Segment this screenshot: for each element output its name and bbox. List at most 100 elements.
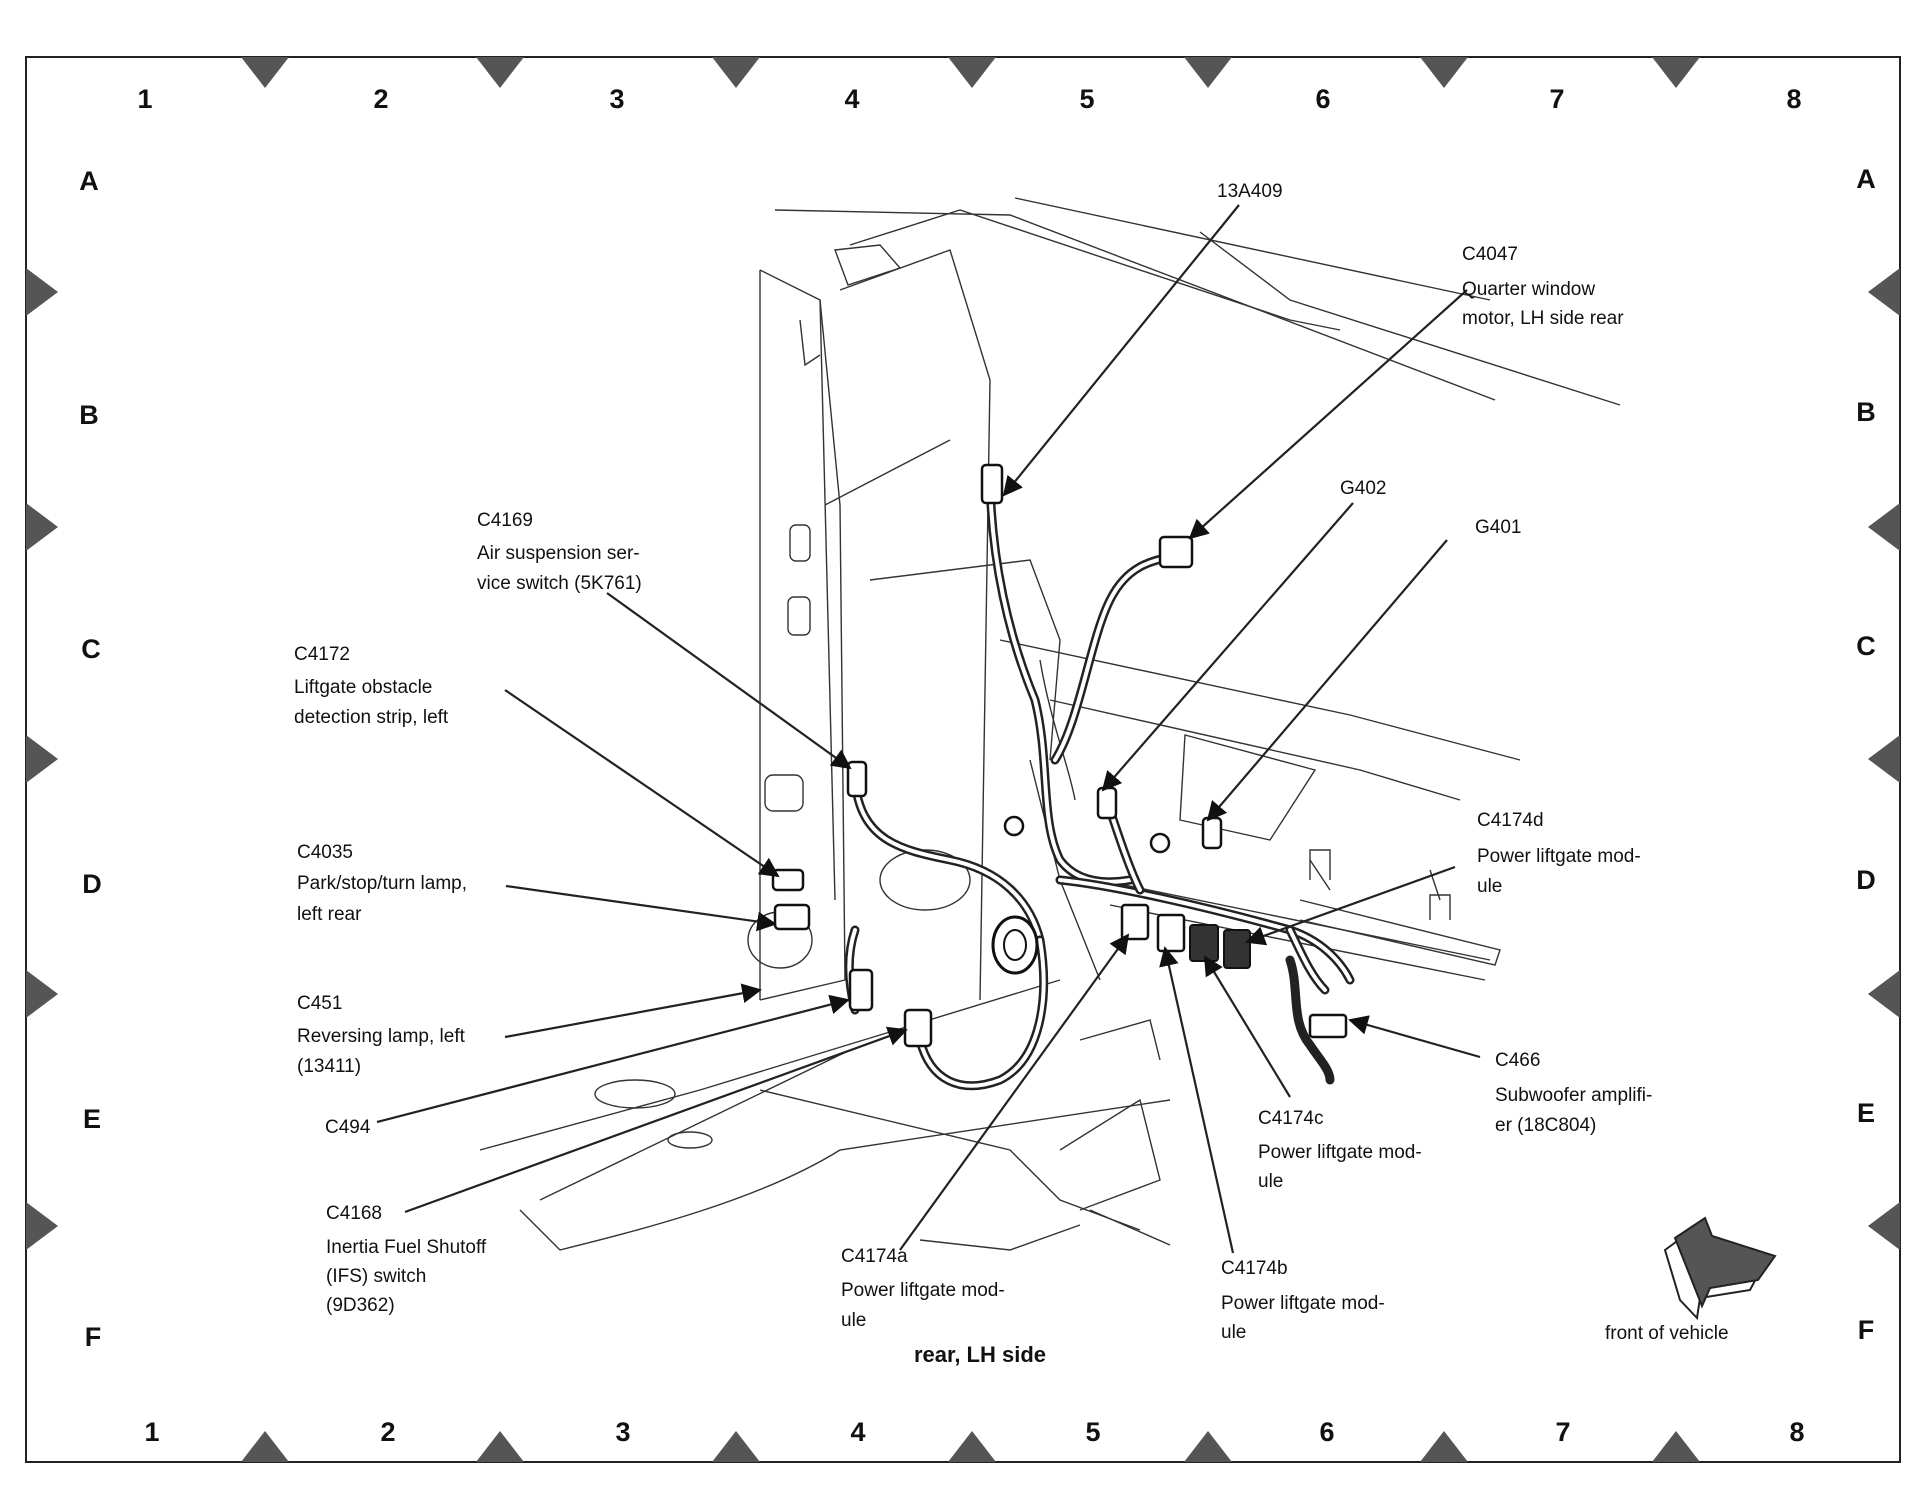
grid-column-labels-bottom: 1 2 3 4 5 6 7 8	[144, 1417, 1804, 1447]
svg-text:C4047: C4047	[1462, 244, 1518, 265]
grid-col-2-top: 2	[373, 84, 388, 114]
grid-row-labels-right: A B C D E F	[1856, 164, 1876, 1345]
svg-text:Reversing lamp, left: Reversing lamp, left	[297, 1026, 466, 1047]
connector-c466	[1308, 1013, 1348, 1039]
svg-text:13A409: 13A409	[1217, 181, 1283, 202]
callout-13a409: 13A409	[1217, 181, 1283, 202]
svg-text:Power liftgate mod-: Power liftgate mod-	[841, 1280, 1005, 1301]
connector-c4169	[846, 760, 868, 798]
grid-row-a-left: A	[79, 166, 99, 196]
svg-text:vice switch (5K761): vice switch (5K761)	[477, 573, 642, 594]
svg-text:C4174c: C4174c	[1258, 1108, 1324, 1129]
grid-row-b-left: B	[79, 400, 99, 430]
vehicle-body-illustration	[479, 197, 1621, 1251]
connector-c4174d	[1223, 929, 1251, 969]
svg-text:left rear: left rear	[297, 904, 362, 925]
svg-text:C494: C494	[325, 1117, 371, 1138]
svg-text:C451: C451	[297, 993, 342, 1014]
grid-col-4-top: 4	[844, 84, 859, 114]
diagram-frame	[25, 56, 1901, 1463]
svg-text:ule: ule	[1477, 876, 1502, 897]
svg-text:er (18C804): er (18C804)	[1495, 1115, 1596, 1136]
leader-lines	[376, 204, 1481, 1254]
svg-text:Air suspension ser-: Air suspension ser-	[477, 543, 640, 564]
svg-text:C4174d: C4174d	[1477, 810, 1544, 831]
svg-text:Liftgate obstacle: Liftgate obstacle	[294, 677, 432, 698]
front-of-vehicle-label: front of vehicle	[1605, 1323, 1729, 1344]
svg-text:C4035: C4035	[297, 842, 353, 863]
svg-text:Quarter window: Quarter window	[1462, 279, 1595, 300]
callout-c4172: C4172 Liftgate obstacle detection strip,…	[294, 644, 449, 728]
callout-c4174b: C4174b Power liftgate mod- ule	[1221, 1258, 1385, 1343]
grid-col-3-top: 3	[609, 84, 624, 114]
svg-text:(IFS) switch: (IFS) switch	[326, 1266, 426, 1287]
callout-c451: C451 Reversing lamp, left (13411)	[297, 993, 466, 1077]
grid-col-6-bottom: 6	[1319, 1417, 1334, 1447]
svg-text:C4168: C4168	[326, 1203, 382, 1224]
callout-g402: G402	[1340, 478, 1386, 499]
connector-c4035	[773, 903, 811, 931]
callout-c4168: C4168 Inertia Fuel Shutoff (IFS) switch …	[326, 1203, 487, 1316]
grid-row-d-left: D	[82, 869, 102, 899]
grid-row-f-left: F	[85, 1322, 102, 1352]
ground-g402	[1003, 815, 1025, 837]
svg-text:Inertia Fuel Shutoff: Inertia Fuel Shutoff	[326, 1237, 487, 1258]
svg-text:C466: C466	[1495, 1050, 1540, 1071]
grid-row-c-left: C	[81, 634, 101, 664]
connector-c4047	[1158, 535, 1194, 569]
callout-c4169: C4169 Air suspension ser- vice switch (5…	[477, 510, 642, 594]
svg-text:C4174b: C4174b	[1221, 1258, 1288, 1279]
svg-text:C4172: C4172	[294, 644, 350, 665]
connector-c4168	[903, 1008, 933, 1048]
grid-markers	[26, 57, 1900, 1462]
svg-text:Subwoofer amplifi-: Subwoofer amplifi-	[1495, 1085, 1652, 1106]
grid-col-1-bottom: 1	[144, 1417, 159, 1447]
grid-col-5-top: 5	[1079, 84, 1094, 114]
grid-row-e-left: E	[83, 1104, 101, 1134]
callout-c4174d: C4174d Power liftgate mod- ule	[1477, 810, 1641, 897]
connector-c494	[848, 968, 874, 1012]
grid-row-b-right: B	[1856, 397, 1876, 427]
grid-row-e-right: E	[1857, 1098, 1875, 1128]
svg-text:(9D362): (9D362)	[326, 1295, 395, 1316]
grid-col-7-bottom: 7	[1555, 1417, 1570, 1447]
grid-row-f-right: F	[1858, 1315, 1875, 1345]
connector-c4174b	[1156, 913, 1186, 953]
grid-col-7-top: 7	[1549, 84, 1564, 114]
callout-c494: C494	[325, 1117, 371, 1138]
svg-text:G401: G401	[1475, 517, 1521, 538]
grid-col-8-top: 8	[1786, 84, 1801, 114]
ground-g401	[1149, 832, 1171, 854]
svg-text:C4174a: C4174a	[841, 1246, 908, 1267]
grid-column-labels-top: 1 2 3 4 5 6 7 8	[137, 84, 1801, 114]
callout-c466: C466 Subwoofer amplifi- er (18C804)	[1495, 1050, 1652, 1136]
connector-c4174a	[1120, 903, 1150, 941]
svg-text:ule: ule	[1258, 1171, 1283, 1192]
callout-c4174c: C4174c Power liftgate mod- ule	[1258, 1108, 1422, 1192]
svg-text:(13411): (13411)	[297, 1056, 361, 1077]
diagram-caption: rear, LH side	[914, 1342, 1046, 1367]
callout-c4174a: C4174a Power liftgate mod- ule	[841, 1246, 1005, 1331]
grid-col-3-bottom: 3	[615, 1417, 630, 1447]
grid-row-labels-left: A B C D E F	[79, 166, 102, 1352]
callout-c4035: C4035 Park/stop/turn lamp, left rear	[297, 842, 467, 925]
grid-row-a-right: A	[1856, 164, 1876, 194]
callout-c4047: C4047 Quarter window motor, LH side rear	[1462, 244, 1624, 329]
connector-13a409	[980, 463, 1004, 505]
wiring-harness	[844, 465, 1355, 1091]
grid-col-6-top: 6	[1315, 84, 1330, 114]
svg-text:G402: G402	[1340, 478, 1386, 499]
svg-text:motor, LH side rear: motor, LH side rear	[1462, 308, 1624, 329]
grid-col-2-bottom: 2	[380, 1417, 395, 1447]
grid-col-5-bottom: 5	[1085, 1417, 1100, 1447]
svg-text:Power liftgate mod-: Power liftgate mod-	[1258, 1142, 1422, 1163]
svg-text:ule: ule	[1221, 1322, 1246, 1343]
grid-col-1-top: 1	[137, 84, 152, 114]
grid-col-4-bottom: 4	[850, 1417, 865, 1447]
svg-text:detection strip, left: detection strip, left	[294, 707, 449, 728]
grid-col-8-bottom: 8	[1789, 1417, 1804, 1447]
grid-row-d-right: D	[1856, 865, 1876, 895]
front-of-vehicle-arrow-icon	[1663, 1216, 1777, 1321]
svg-text:ule: ule	[841, 1310, 866, 1331]
